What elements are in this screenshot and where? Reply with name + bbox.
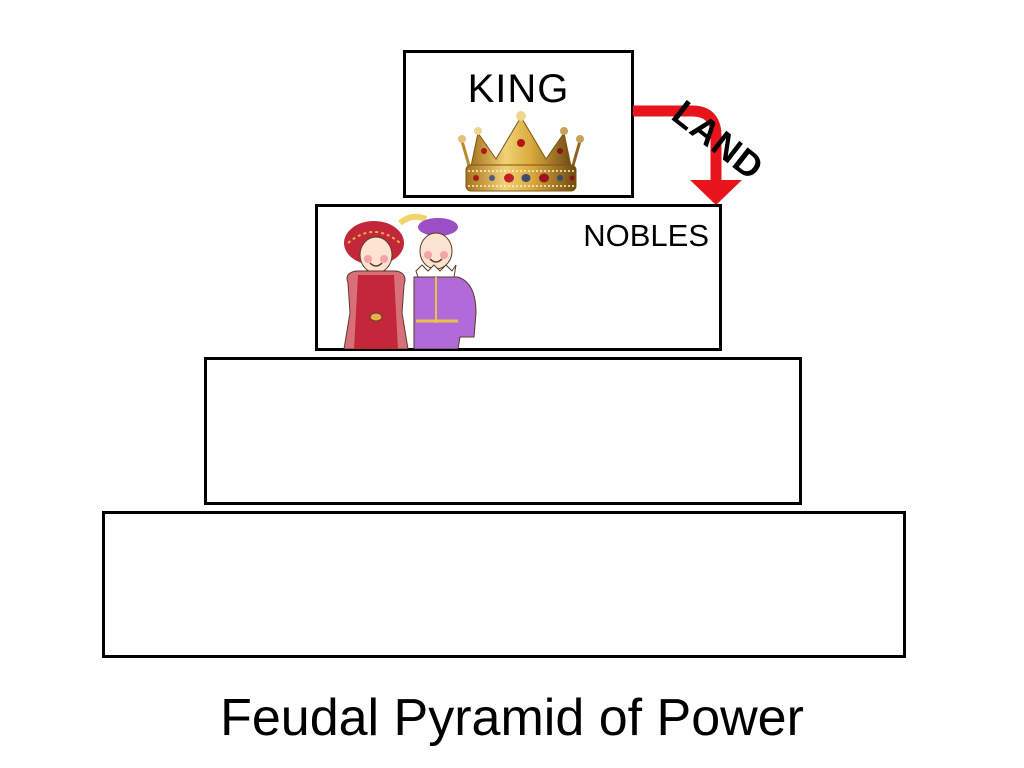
tier-king-box: KING [403, 50, 634, 198]
diagram-title: Feudal Pyramid of Power [220, 689, 804, 747]
tier-nobles-box: NOBLES [315, 204, 722, 351]
land-arrow-icon [633, 105, 742, 205]
crown-icon [458, 111, 584, 192]
tier-3-box [204, 357, 802, 505]
nobles-couple-illustration [343, 213, 477, 349]
nobles-label: NOBLES [583, 218, 709, 253]
tier-4-box [102, 511, 906, 658]
king-label: KING [467, 67, 570, 111]
